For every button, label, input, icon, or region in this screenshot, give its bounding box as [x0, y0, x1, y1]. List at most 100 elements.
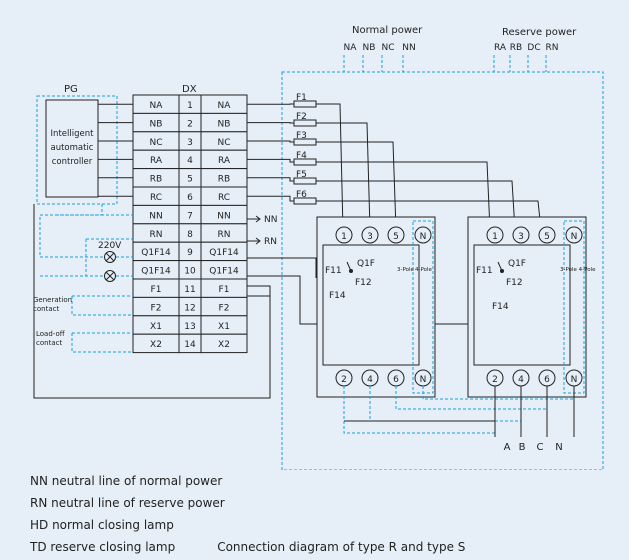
terminal-cell-right	[200, 333, 248, 354]
fuse-label: F3	[296, 131, 307, 141]
fuse-icon	[293, 119, 317, 127]
terminal-left-label: RA	[150, 156, 163, 166]
terminal-num-label: 14	[184, 340, 196, 350]
wire	[316, 122, 371, 231]
normal-col-label: NC	[381, 43, 394, 53]
lamp-voltage-label: 220V	[98, 241, 122, 251]
bottom-terminal-label: 6	[544, 375, 550, 385]
top-terminal-label: 5	[393, 232, 399, 242]
top-terminal	[538, 226, 556, 244]
legend-line: TD reserve closing lamp	[30, 540, 176, 554]
terminal-right-label: RB	[218, 175, 230, 185]
outer-enclosure	[281, 71, 604, 470]
diagram-caption: Connection diagram of type R and type S	[217, 540, 466, 554]
wire	[71, 333, 133, 353]
fuse-icon	[293, 158, 317, 166]
f11-label: F11	[476, 266, 493, 276]
controller-box	[45, 99, 99, 198]
reserve-col-label: RN	[546, 43, 559, 53]
fuse-icon	[293, 177, 317, 185]
top-terminal-label: 1	[341, 232, 347, 242]
pg-label: PG	[64, 84, 78, 95]
bottom-terminal-label: 4	[367, 375, 373, 385]
generation-contact-label-1: Generation	[33, 296, 72, 304]
output-label: C	[537, 442, 544, 453]
f12-label: F12	[355, 278, 372, 288]
f12-label: F12	[506, 278, 523, 288]
normal-col-label: NA	[344, 43, 358, 53]
wire	[316, 103, 344, 231]
wire	[316, 161, 491, 231]
wire	[316, 180, 516, 231]
terminal-right-label: NC	[217, 138, 230, 148]
f14-label: F14	[329, 291, 346, 301]
legend-last-row: TD reserve closing lamp Connection diagra…	[30, 536, 465, 558]
output-label: B	[519, 442, 526, 453]
pole4-label: 4-Pole	[415, 267, 432, 273]
pole34-label: 3-Pole 4-Pole	[560, 267, 596, 273]
top-terminal	[387, 226, 405, 244]
f14-label: F14	[492, 302, 509, 312]
terminal-right-label: X1	[218, 322, 230, 332]
terminal-num-label: 12	[184, 303, 195, 313]
terminal-left-label: NA	[150, 101, 164, 111]
top-terminal-label: 3	[518, 232, 524, 242]
terminal-left-label: Q1F14	[141, 267, 171, 277]
fuse-label: F6	[296, 190, 307, 200]
reserve-power-title: Reserve power	[502, 27, 577, 38]
terminal-left-label: RC	[150, 193, 162, 203]
terminal-right-label: Q1F14	[209, 267, 239, 277]
terminal-right-label: NA	[218, 101, 232, 111]
breaker-inner	[473, 244, 571, 366]
bottom-terminal-label: 2	[341, 375, 347, 385]
fuse-icon	[293, 197, 317, 205]
terminal-left-label: NN	[149, 211, 162, 221]
breaker-body	[316, 216, 436, 398]
fuse-label: F4	[296, 151, 307, 161]
top-terminal	[565, 226, 583, 244]
terminal-right-label: X2	[218, 340, 230, 350]
wire	[247, 257, 317, 278]
terminal-num-label: 5	[187, 175, 193, 185]
wire	[255, 215, 261, 223]
controller-line-1: Intelligent	[51, 129, 95, 139]
wire	[39, 204, 104, 258]
bottom-terminal-label: N	[571, 375, 578, 385]
legend: NN neutral line of normal power RN neutr…	[30, 470, 465, 558]
top-terminal-label: 3	[367, 232, 373, 242]
terminal-num-label: 4	[187, 156, 193, 166]
terminal-left-label: NB	[150, 119, 163, 129]
controller-line-2: automatic	[51, 143, 94, 153]
wire	[247, 195, 294, 202]
dx-label: DX	[182, 84, 197, 95]
terminal-num-label: 13	[184, 322, 195, 332]
fuse-label: F1	[296, 93, 307, 103]
fuse-icon	[293, 138, 317, 146]
bottom-terminal-label: N	[420, 375, 427, 385]
output-label: A	[504, 442, 511, 453]
legend-line: NN neutral line of normal power	[30, 474, 223, 488]
breaker-inner	[322, 244, 420, 366]
breaker-label: Q1F	[357, 259, 375, 269]
generation-contact-label-2: contact	[33, 305, 59, 313]
bottom-terminal-label: 2	[492, 375, 498, 385]
f11-label: F11	[325, 266, 342, 276]
lamp-hd-icon	[104, 251, 116, 263]
terminal-left-label: RB	[150, 175, 162, 185]
pole3-label: 3-Pole	[397, 267, 414, 273]
terminal-row: RB 5 RB	[132, 168, 248, 188]
terminal-right-label: RN	[218, 230, 231, 240]
fuse-icon	[293, 100, 317, 108]
normal-power-title: Normal power	[352, 25, 423, 36]
terminal-left-label: Q1F14	[141, 248, 171, 258]
